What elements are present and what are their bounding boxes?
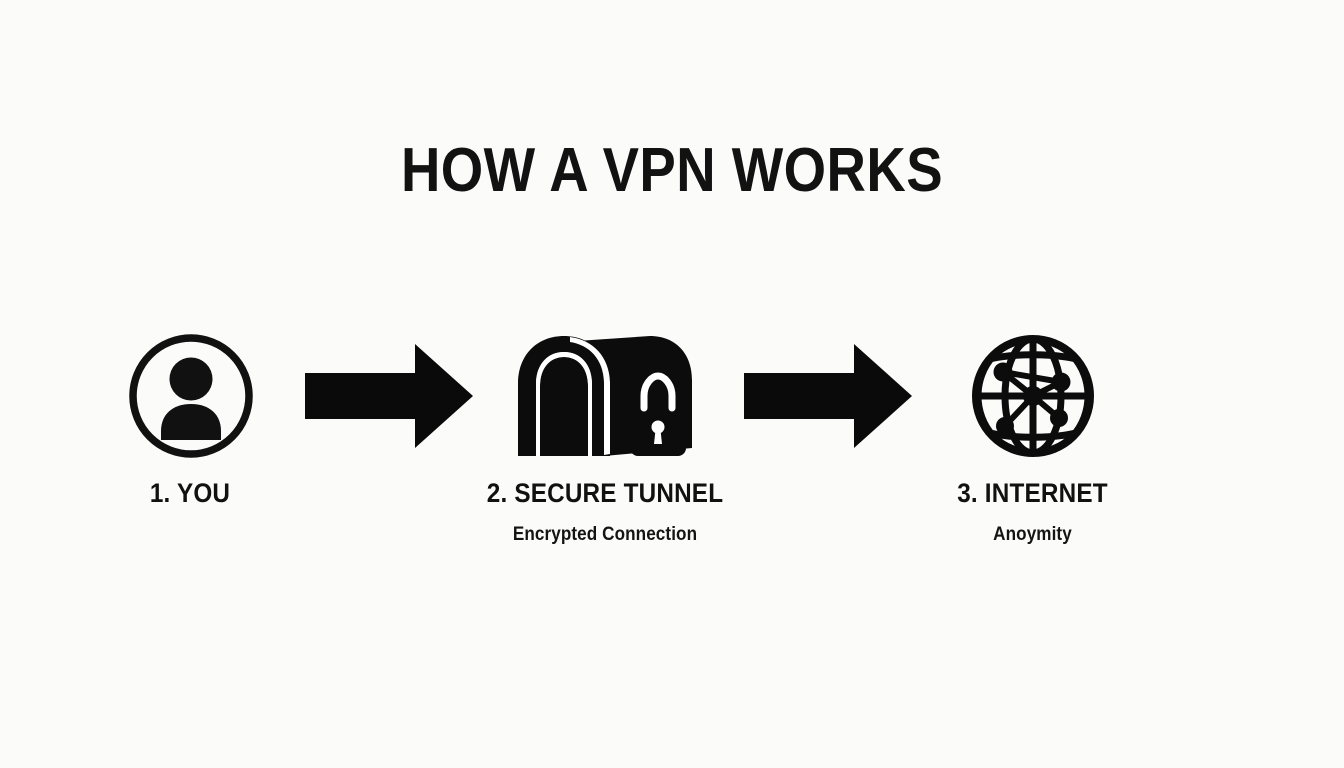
step-caption-you: 1. YOU: [60, 478, 320, 508]
step-caption-internet: 3. INTERNET Anoymity: [900, 478, 1165, 546]
step-label-internet: 3. INTERNET: [957, 478, 1108, 508]
padlock-icon: [630, 372, 686, 456]
arrow-right-icon: [303, 340, 475, 452]
step-label-you: 1. YOU: [149, 478, 231, 508]
step-caption-secure-tunnel: 2. SECURE TUNNEL Encrypted Connection: [445, 478, 765, 546]
secure-tunnel-padlock-icon: [495, 318, 715, 473]
user-in-circle-icon: [113, 318, 268, 473]
flow-diagram-row: [0, 318, 1344, 478]
step-subtitle-internet: Anoymity: [993, 524, 1072, 546]
step-subtitle-secure-tunnel: Encrypted Connection: [512, 524, 698, 546]
step-label-secure-tunnel: 2. SECURE TUNNEL: [486, 478, 724, 508]
network-globe-icon: [955, 318, 1110, 473]
arrow-right-icon: [742, 340, 914, 452]
page-title: HOW A VPN WORKS: [400, 136, 944, 205]
